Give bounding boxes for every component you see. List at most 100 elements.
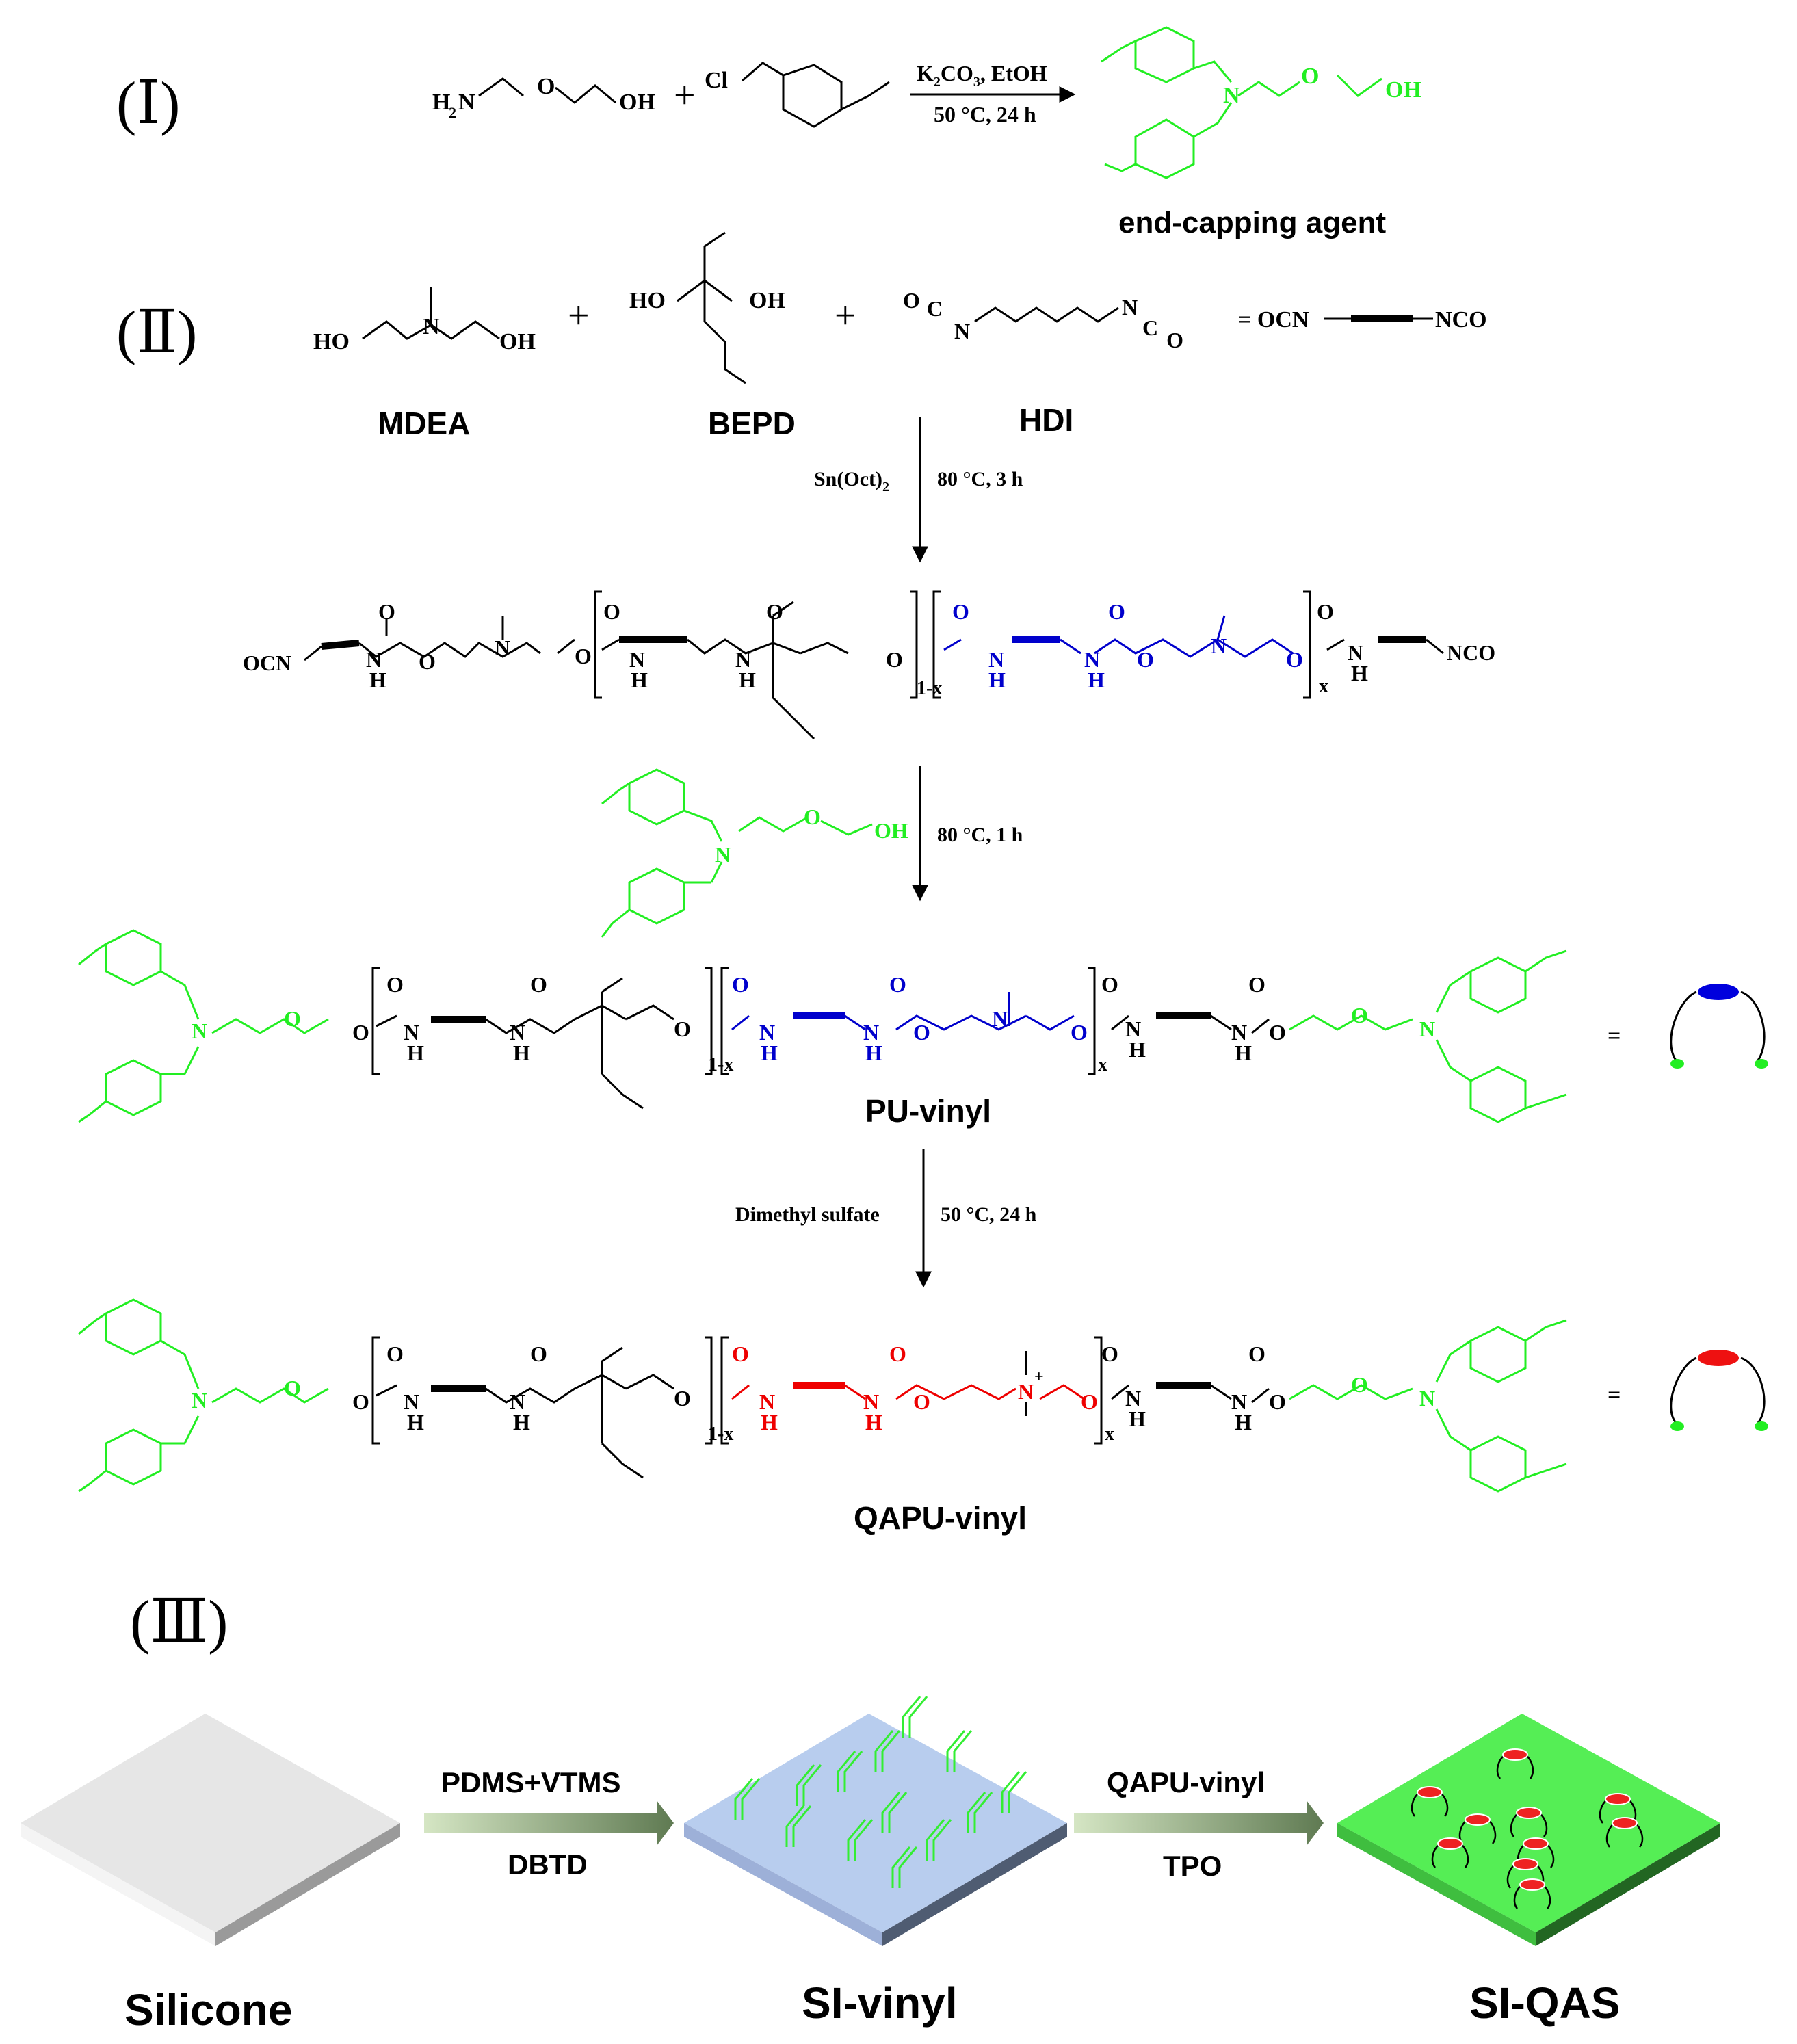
si-vinyl-plate	[684, 1714, 1067, 1946]
pp-h3: H	[631, 668, 648, 692]
prepolymer-structure	[304, 590, 1444, 740]
eca-oh: OH	[1385, 77, 1421, 103]
hdi-c1: C	[927, 296, 943, 321]
qv-o-left: O	[284, 1376, 301, 1400]
pu-vinyl-labels: N O O O N H O N H O 1-x O N H O N H O N …	[192, 972, 1435, 1075]
process-arrow-2: QAPU-vinyl TPO	[1074, 1766, 1324, 1882]
svg-text:K2CO3, EtOH: K2CO3, EtOH	[917, 61, 1047, 90]
qv-h4: H	[865, 1410, 882, 1434]
qv-1mx: 1-x	[708, 1424, 733, 1445]
pp-n5: N	[988, 647, 1004, 672]
step2-arrow-2: 80 °C, 1 h N O OH	[601, 766, 1023, 938]
qv-o-c3: O	[732, 1341, 749, 1366]
end-capping-agent-labels: N O OH	[1223, 64, 1421, 108]
pp-o8: O	[1108, 599, 1125, 624]
hdi-eq-right: NCO	[1435, 307, 1487, 332]
qv-n-right: N	[1419, 1386, 1435, 1411]
bepd-structure: HO OH BEPD	[629, 231, 796, 441]
pv-h2: H	[513, 1040, 530, 1065]
pp-h1: H	[369, 668, 386, 692]
pv-n1: N	[404, 1020, 419, 1045]
hdi-o1: O	[903, 288, 920, 313]
qv-n2: N	[510, 1389, 525, 1414]
qv-o-c6: O	[1248, 1341, 1265, 1366]
qas-cartoons	[1411, 1748, 1644, 1909]
qapu-vinyl-labels: N O O O N H O N H O 1-x O N H O N H O N …	[192, 1341, 1435, 1445]
qv-n6: N	[1125, 1386, 1141, 1411]
c1-rest: , EtOH	[980, 61, 1047, 86]
step2-arrow-3: Dimethyl sulfate 50 °C, 24 h	[735, 1149, 1037, 1288]
pv-o-c1: O	[386, 972, 404, 997]
si-qas-label: SI-QAS	[1469, 1978, 1620, 2028]
section-label-3: (Ⅲ)	[130, 1589, 228, 1655]
pv-o-right: O	[1351, 1003, 1368, 1027]
pv-n3: N	[759, 1020, 775, 1045]
pv-o-c5: O	[1101, 972, 1118, 997]
pv-1mx: 1-x	[708, 1054, 733, 1075]
hdi-abbreviation: = OCN NCO	[1238, 307, 1487, 332]
qv-o-c5: O	[1101, 1341, 1118, 1366]
pp-h5: H	[988, 668, 1006, 692]
c1-k: K	[917, 61, 934, 86]
qv-o6: O	[1081, 1389, 1098, 1414]
qv-o-c1: O	[386, 1341, 404, 1366]
bepd-label: BEPD	[708, 406, 796, 441]
section-label-1: (Ⅰ)	[116, 70, 180, 137]
qv-n4: N	[863, 1389, 879, 1414]
pv-x: x	[1098, 1054, 1107, 1075]
pv-n-right: N	[1419, 1017, 1435, 1041]
qv-o-c4: O	[889, 1341, 906, 1366]
pv-n5: N	[992, 1006, 1008, 1031]
pv-n4: N	[863, 1020, 879, 1045]
silicone-label: Silicone	[124, 1985, 292, 2034]
r1-oh: OH	[619, 90, 655, 115]
pp-h8: H	[1351, 661, 1368, 685]
cond1-right: 80 °C, 3 h	[937, 468, 1023, 490]
svg-text:Sn(Oct)2: Sn(Oct)2	[814, 468, 889, 495]
reag-n: N	[715, 842, 731, 867]
plus-2: +	[835, 295, 856, 337]
qv-o-l2: O	[352, 1389, 369, 1414]
qapu-vinyl-equals: =	[1608, 1383, 1621, 1408]
pv-h3: H	[761, 1040, 778, 1065]
hdi-eq-left: = OCN	[1238, 307, 1309, 332]
qv-n5: N	[1018, 1379, 1034, 1404]
reag-o: O	[804, 804, 821, 829]
pp-n1: N	[366, 647, 382, 672]
pu-vinyl-label: PU-vinyl	[865, 1093, 991, 1129]
pp-ocn: OCN	[243, 651, 291, 675]
mdea-label: MDEA	[378, 406, 470, 441]
r1-h: H	[432, 90, 450, 115]
pp-o11: O	[1317, 599, 1334, 624]
pv-h7: H	[1235, 1040, 1252, 1065]
end-capping-agent-label: end-capping agent	[1118, 206, 1386, 239]
pv-o3: O	[674, 1017, 691, 1041]
pu-vinyl-cartoon	[1670, 984, 1768, 1069]
si-vinyl-label: SI-vinyl	[802, 1978, 958, 2028]
r2-cl: Cl	[705, 68, 728, 93]
pp-o4: O	[603, 599, 620, 624]
pp-n2: N	[495, 636, 510, 660]
step1-plus: +	[674, 75, 696, 117]
pp-n6: N	[1084, 647, 1100, 672]
qv-o3: O	[674, 1386, 691, 1411]
pv-o-c4: O	[889, 972, 906, 997]
arrow1-bottom: DBTD	[508, 1848, 588, 1881]
c1-co: CO	[941, 61, 973, 86]
qv-o-right: O	[1351, 1372, 1368, 1397]
pp-n8: N	[1348, 640, 1363, 665]
c1-sub2: 3	[973, 75, 980, 90]
bepd-oh: OH	[749, 288, 785, 313]
step1-reactant-aminoethoxyethanol: H 2 N O OH	[432, 74, 655, 121]
pv-n2: N	[510, 1020, 525, 1045]
qapu-vinyl-label: QAPU-vinyl	[854, 1500, 1027, 1536]
reag-oh: OH	[874, 818, 908, 843]
c1-sub1: 2	[934, 75, 941, 90]
hdi-label: HDI	[1019, 402, 1073, 438]
plus-1: +	[568, 295, 590, 337]
arrow2-top: QAPU-vinyl	[1107, 1766, 1265, 1798]
hdi-n1: N	[954, 319, 970, 343]
pv-h4: H	[865, 1040, 882, 1065]
pp-h4: H	[739, 668, 756, 692]
